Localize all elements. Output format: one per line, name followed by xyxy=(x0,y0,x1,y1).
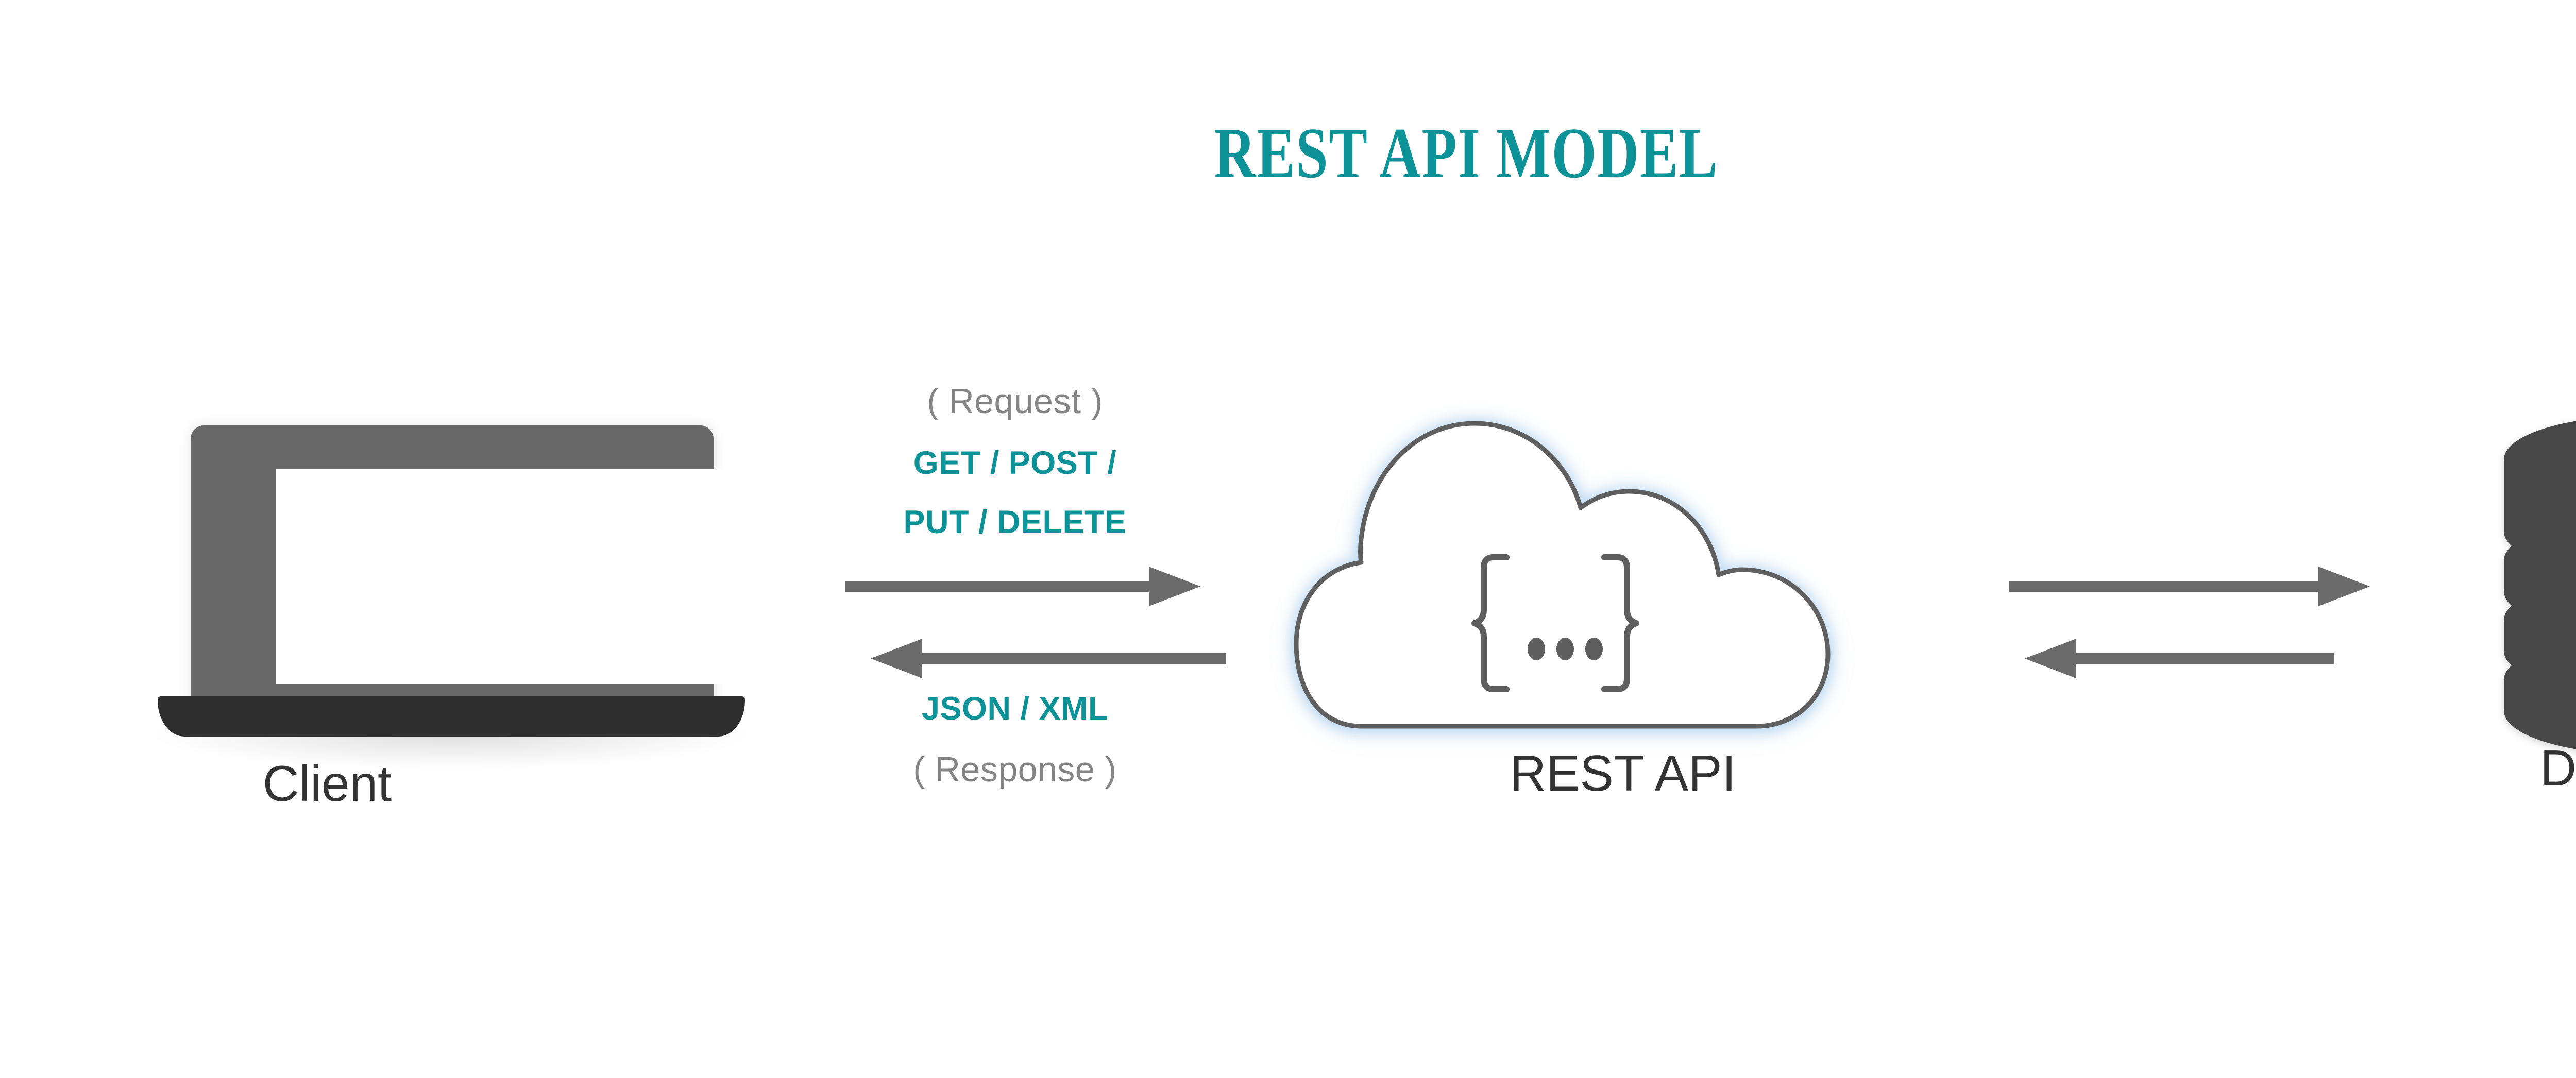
node-rest-api: REST API xyxy=(1283,402,1958,798)
node-client: Client xyxy=(134,412,768,809)
arrow-pair-left xyxy=(845,567,1226,678)
laptop-base xyxy=(158,696,745,737)
page-title: REST API MODEL xyxy=(1214,113,1719,193)
laptop-icon xyxy=(191,425,741,714)
node-label-rest-api: REST API xyxy=(1510,745,1736,801)
left-brace-icon xyxy=(1471,554,1510,692)
arrow-pair-right xyxy=(2009,567,2370,678)
edge-label-response-format: JSON / XML xyxy=(921,691,1109,727)
arrow-right-icon xyxy=(2009,567,2370,606)
right-brace-icon xyxy=(1601,554,1639,692)
database-cylinder-icon xyxy=(2504,421,2576,749)
edge-label-methods-line-1: GET / POST / xyxy=(913,445,1117,481)
laptop-screen xyxy=(276,469,741,684)
node-label-client: Client xyxy=(262,755,392,812)
cloud-braces-icon xyxy=(1294,421,1831,729)
edge-label-methods-line-2: PUT / DELETE xyxy=(903,504,1127,540)
arrows-client-api xyxy=(845,561,1226,695)
arrow-left-icon xyxy=(871,639,1226,678)
ellipsis-dots-icon xyxy=(1528,638,1603,660)
arrows-api-database xyxy=(2009,561,2401,695)
node-label-database: Database xyxy=(2540,740,2576,796)
edge-label-request: ( Request ) xyxy=(927,382,1103,421)
cloud-outline xyxy=(1294,421,1831,729)
node-database: Database xyxy=(2483,402,2576,793)
edge-label-response: ( Response ) xyxy=(913,750,1117,789)
arrow-left-icon xyxy=(2025,639,2334,678)
arrow-right-icon xyxy=(845,567,1200,606)
